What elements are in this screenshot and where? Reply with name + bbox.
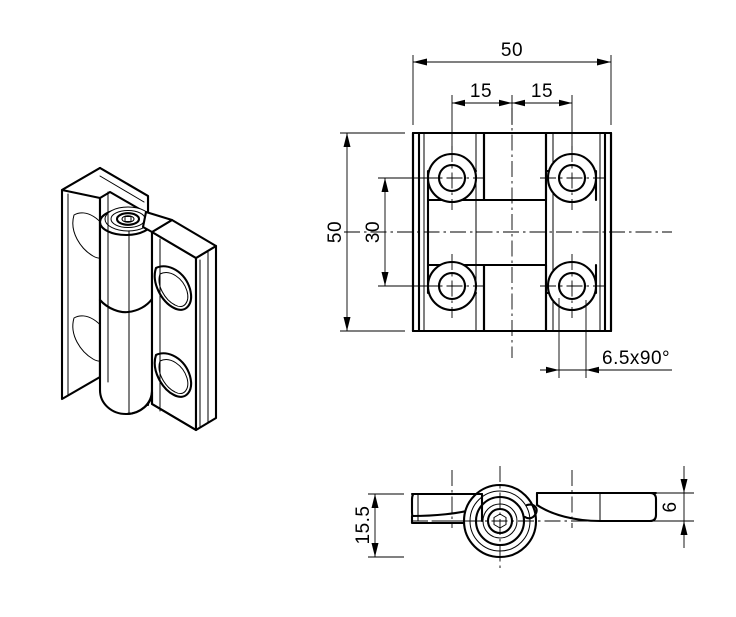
dim-text-overall-width: 50 [501, 40, 523, 61]
iso-top-flange-surface [99, 175, 145, 203]
dim-text-30: 30 [363, 221, 384, 243]
arrow-cbore-right [586, 366, 599, 374]
arrow-width-right [597, 58, 611, 66]
arrow-155-top [371, 494, 379, 508]
arrow-30-top [381, 178, 389, 192]
dim-text-155: 15.5 [353, 506, 374, 545]
arrow-15-left-a [452, 99, 465, 107]
front-view [410, 466, 680, 572]
top-view-hole-top-right [540, 146, 604, 210]
dim-text-overall-height: 50 [325, 221, 346, 243]
iso-right-hole-upper [153, 265, 193, 311]
arrow-6-bottom [680, 521, 688, 535]
iso-right-leaf-shoulder [141, 210, 174, 234]
iso-bottom-fillet [124, 390, 198, 432]
note-text-counterbore: 6.5x90° [602, 348, 670, 369]
arrow-15-right-a [512, 99, 525, 107]
dim-text-15-right: 15 [531, 81, 553, 102]
dim-text-15-left: 15 [470, 81, 492, 102]
front-view-knuckle-tab [523, 503, 538, 520]
top-view-dimensions: 50 15 15 50 30 6.5x90° [325, 40, 672, 378]
arrow-15-right-b [559, 99, 572, 107]
iso-right-hole-upper-inner [158, 272, 189, 307]
arrow-height-top [343, 133, 351, 147]
dim-text-6: 6 [660, 501, 681, 512]
arrow-cbore-left [546, 366, 559, 374]
top-view [344, 108, 672, 358]
arrow-155-bottom [371, 543, 379, 557]
iso-right-hole-lower [153, 352, 193, 398]
iso-screw-hex-socket [124, 216, 132, 222]
arrow-15-left-b [499, 99, 512, 107]
arrow-width-left [413, 58, 427, 66]
arrow-30-bottom [381, 272, 389, 286]
isometric-pictorial-view [60, 166, 218, 432]
front-view-dimensions: 15.5 6 [353, 466, 694, 558]
front-view-right-leaf [535, 491, 658, 523]
iso-right-hole-lower-inner [158, 359, 189, 394]
top-view-hole-top-left [420, 146, 484, 210]
iso-right-leaf-edge [194, 244, 218, 432]
top-view-hole-bottom-right [540, 254, 604, 318]
arrow-height-bottom [343, 317, 351, 331]
arrow-6-top [680, 479, 688, 493]
iso-right-leaf-face [150, 230, 198, 432]
